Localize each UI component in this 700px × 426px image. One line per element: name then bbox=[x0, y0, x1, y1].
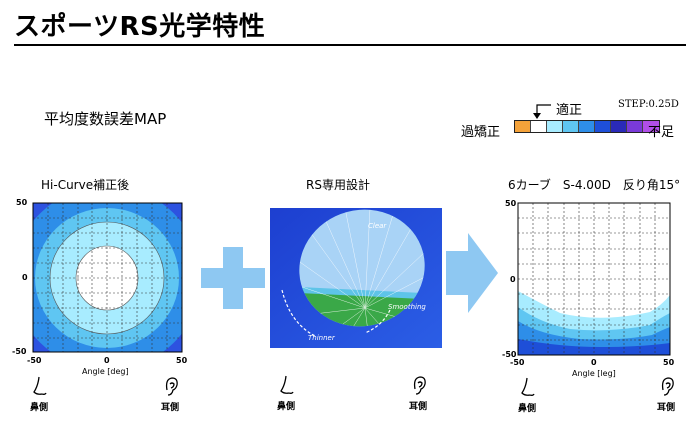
right-x-tick-right: 50 bbox=[663, 358, 675, 367]
over-corrected-label: 過矯正 bbox=[461, 125, 501, 140]
left-x-tick-right: 50 bbox=[176, 356, 188, 365]
middle-nose-label: 鼻側 bbox=[277, 402, 296, 412]
nose-icon bbox=[280, 375, 294, 394]
scale-swatch bbox=[547, 121, 563, 132]
right-x-tick-left: -50 bbox=[510, 358, 525, 367]
nose-icon bbox=[521, 377, 535, 396]
scale-swatch bbox=[579, 121, 595, 132]
left-x-tick-left: -50 bbox=[27, 356, 42, 365]
left-nose-label: 鼻側 bbox=[30, 403, 49, 413]
scale-swatch bbox=[515, 121, 531, 132]
left-x-axis-label: Angle [deg] bbox=[82, 367, 129, 376]
nose-icon bbox=[33, 376, 47, 395]
scale-swatch bbox=[531, 121, 547, 132]
right-arrow-icon bbox=[446, 233, 498, 313]
appropriate-label: 適正 bbox=[556, 103, 583, 118]
scale-swatch bbox=[563, 121, 579, 132]
right-panel-title: 6カーブ S-4.00D 反り角15° bbox=[508, 178, 681, 192]
left-y-tick-mid: 0 bbox=[22, 273, 28, 282]
left-ear-label: 耳側 bbox=[161, 403, 180, 413]
step-label: STEP:0.25D bbox=[618, 99, 679, 110]
plus-icon bbox=[201, 247, 265, 309]
scale-swatch bbox=[611, 121, 627, 132]
ear-icon bbox=[661, 377, 674, 396]
right-x-axis-label: Angle [leg] bbox=[572, 369, 616, 378]
left-contour-plot bbox=[32, 202, 183, 353]
map-subtitle: 平均度数誤差MAP bbox=[44, 110, 167, 128]
color-scale-bar bbox=[514, 120, 660, 133]
smoothing-label: Smoothing bbox=[388, 303, 426, 311]
scale-swatch bbox=[627, 121, 643, 132]
middle-ear-label: 耳側 bbox=[409, 402, 428, 412]
rs-design-illustration: Clear Smoothing Thinner bbox=[270, 208, 442, 348]
left-y-tick-top: 50 bbox=[16, 198, 28, 207]
right-ear-label: 耳側 bbox=[657, 403, 676, 413]
thinner-label: Thinner bbox=[308, 334, 336, 342]
down-arrow-icon bbox=[533, 104, 551, 119]
left-x-tick-mid: 0 bbox=[104, 356, 110, 365]
middle-panel-title: RS専用設計 bbox=[306, 178, 370, 192]
left-panel-title: Hi-Curve補正後 bbox=[41, 178, 130, 192]
right-nose-label: 鼻側 bbox=[518, 404, 537, 414]
right-y-tick-top: 50 bbox=[505, 199, 517, 208]
ear-icon bbox=[165, 377, 178, 396]
right-y-tick-mid: 0 bbox=[510, 275, 516, 284]
right-contour-plot bbox=[517, 202, 671, 356]
under-corrected-label: 不足 bbox=[648, 125, 675, 140]
page-title: スポーツRS光学特性 bbox=[14, 12, 266, 42]
left-y-tick-bottom: -50 bbox=[12, 347, 27, 356]
right-x-tick-mid: 0 bbox=[591, 358, 597, 367]
clear-label: Clear bbox=[368, 222, 387, 230]
scale-swatch bbox=[643, 121, 659, 132]
right-y-tick-bottom: -50 bbox=[502, 350, 517, 359]
ear-icon bbox=[413, 376, 426, 395]
title-underline bbox=[14, 44, 686, 46]
scale-swatch bbox=[595, 121, 611, 132]
